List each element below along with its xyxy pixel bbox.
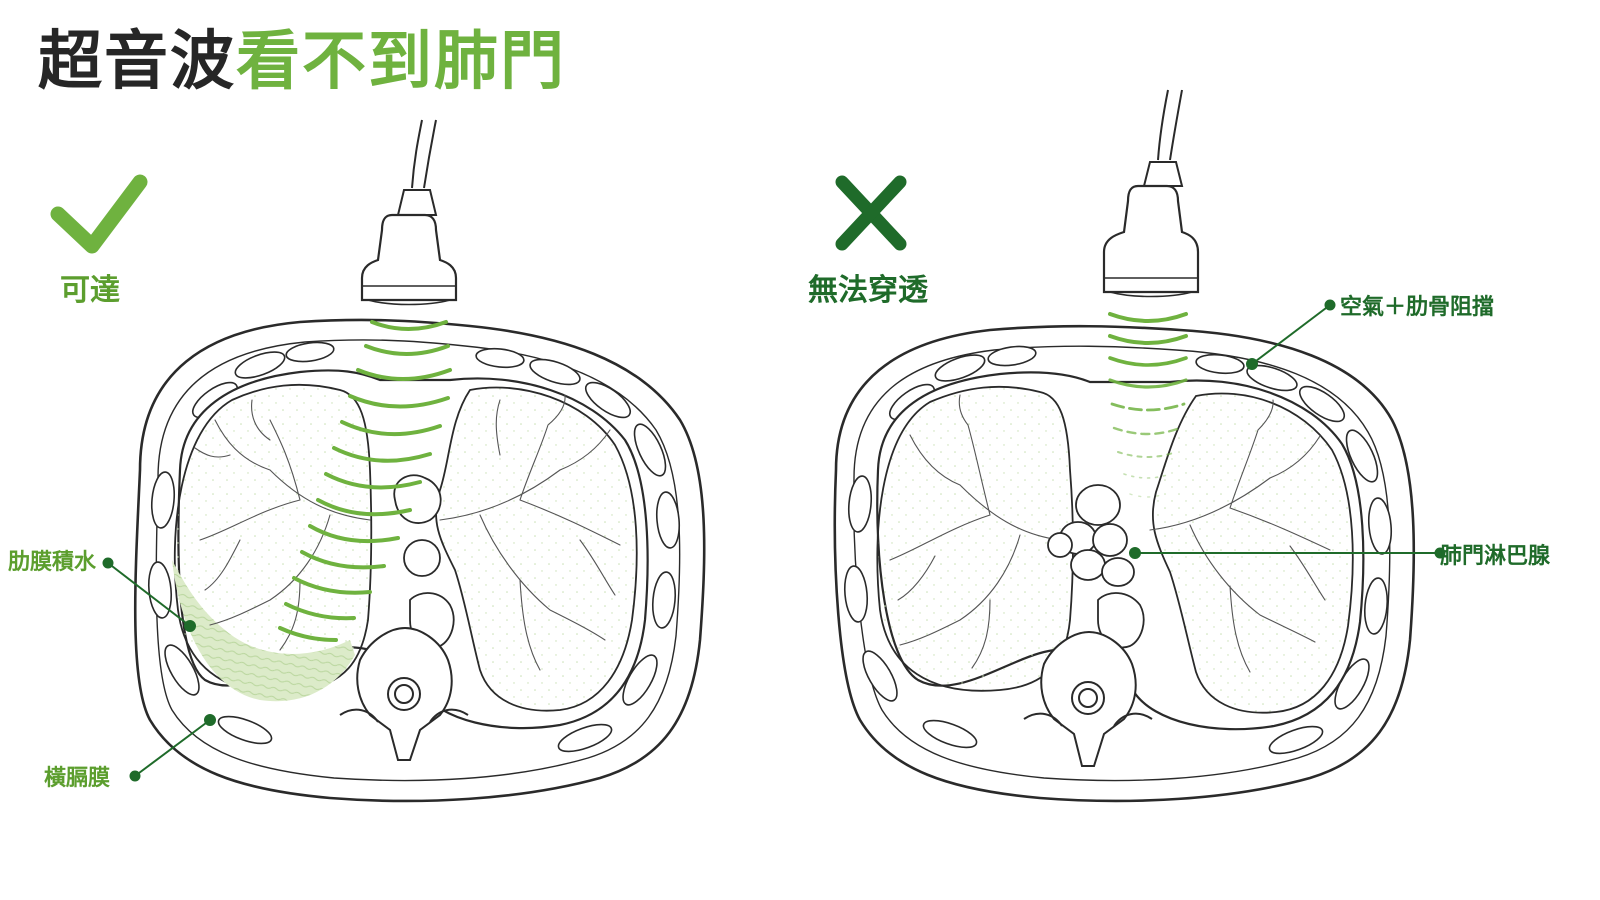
hilar-lymph-node-cluster	[1047, 484, 1135, 587]
left-body-inner-line	[155, 339, 681, 782]
hilar-lymph-nodes-label: 肺門淋巴腺	[1440, 544, 1551, 569]
right-ultrasound-waves-blocked	[1108, 312, 1188, 498]
check-icon	[50, 174, 148, 254]
page-title: 超音波看不到肺門	[38, 22, 566, 102]
right-bronchi-b	[1149, 399, 1331, 673]
left-leader-lines	[102, 557, 216, 782]
right-ultrasound-probe	[1102, 89, 1200, 298]
title-part2: 看不到肺門	[236, 25, 566, 99]
right-chest-cross-section	[833, 89, 1446, 803]
left-verdict-label: 可達	[60, 273, 120, 308]
air-rib-block-label: 空氣＋肋骨阻擋	[1340, 295, 1495, 320]
pleural-effusion-region	[172, 560, 355, 702]
right-leader-lines	[1129, 299, 1446, 559]
right-bronchi-a	[889, 394, 1061, 669]
right-panel-right-lung	[876, 385, 1074, 692]
right-spine	[1023, 630, 1153, 767]
right-ribs	[843, 345, 1393, 755]
left-ribs	[147, 341, 681, 753]
pleural-effusion-label: 肋膜積水	[8, 550, 97, 575]
diaphragm-label: 橫膈膜	[44, 766, 111, 791]
left-ultrasound-probe	[360, 119, 458, 306]
left-bronchi-b	[439, 394, 621, 671]
right-body-inner-line	[853, 345, 1391, 782]
cross-icon	[835, 175, 907, 251]
left-spine	[339, 626, 469, 761]
left-chest-cross-section	[50, 119, 706, 803]
left-ultrasound-waves	[278, 320, 452, 642]
title-part1: 超音波	[38, 25, 236, 99]
right-verdict-label: 無法穿透	[808, 273, 928, 308]
left-bronchi-a	[194, 399, 371, 651]
